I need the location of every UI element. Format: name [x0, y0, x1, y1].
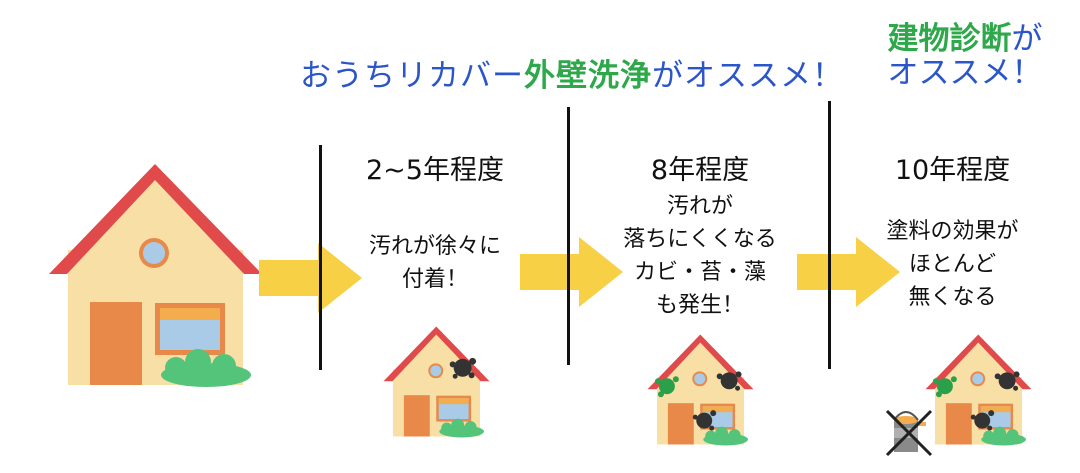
- moss-icon: [654, 376, 679, 398]
- arrow-right-icon: [797, 237, 900, 307]
- stain-icon: [692, 371, 742, 431]
- diagnosis-callout: 建物診断が オススメ！: [870, 22, 1060, 90]
- diagnosis-highlight: 建物診断: [887, 21, 1012, 57]
- arrow-right-icon: [520, 237, 623, 307]
- stage-3-period: 10年程度: [894, 155, 1011, 186]
- stage-1-period: 2~5年程度: [366, 155, 504, 186]
- house-icon: [383, 326, 490, 438]
- moss-icon: [932, 376, 957, 398]
- house-icon: [647, 334, 754, 446]
- diagnosis-suffix: が: [1011, 21, 1043, 57]
- divider: [319, 145, 322, 370]
- stage-1-description: 汚れが徐々に 付着！: [368, 234, 501, 292]
- paint-can-crossed-icon: [885, 409, 933, 457]
- headline-suffix: がオススメ！: [652, 58, 844, 94]
- house-icon: [49, 164, 262, 387]
- house-icon: [925, 334, 1032, 446]
- diagnosis-line2: オススメ！: [887, 55, 1043, 91]
- stain-icon: [449, 357, 477, 379]
- headline: おうちリカバー外壁洗浄がオススメ！: [300, 50, 844, 95]
- arrow-right-icon: [259, 243, 362, 313]
- stage-3-description: 塗料の効果が ほとんど 無くなる: [886, 219, 1019, 310]
- headline-highlight: 外壁洗浄: [524, 58, 652, 94]
- headline-prefix: おうちリカバー: [300, 58, 524, 94]
- divider: [828, 101, 831, 369]
- stage-2-description: 汚れが 落ちにくくなる カビ・苔・藻 も発生！: [623, 194, 777, 318]
- divider: [567, 107, 570, 365]
- stage-2-period: 8年程度: [650, 155, 750, 186]
- stain-icon: [970, 371, 1020, 431]
